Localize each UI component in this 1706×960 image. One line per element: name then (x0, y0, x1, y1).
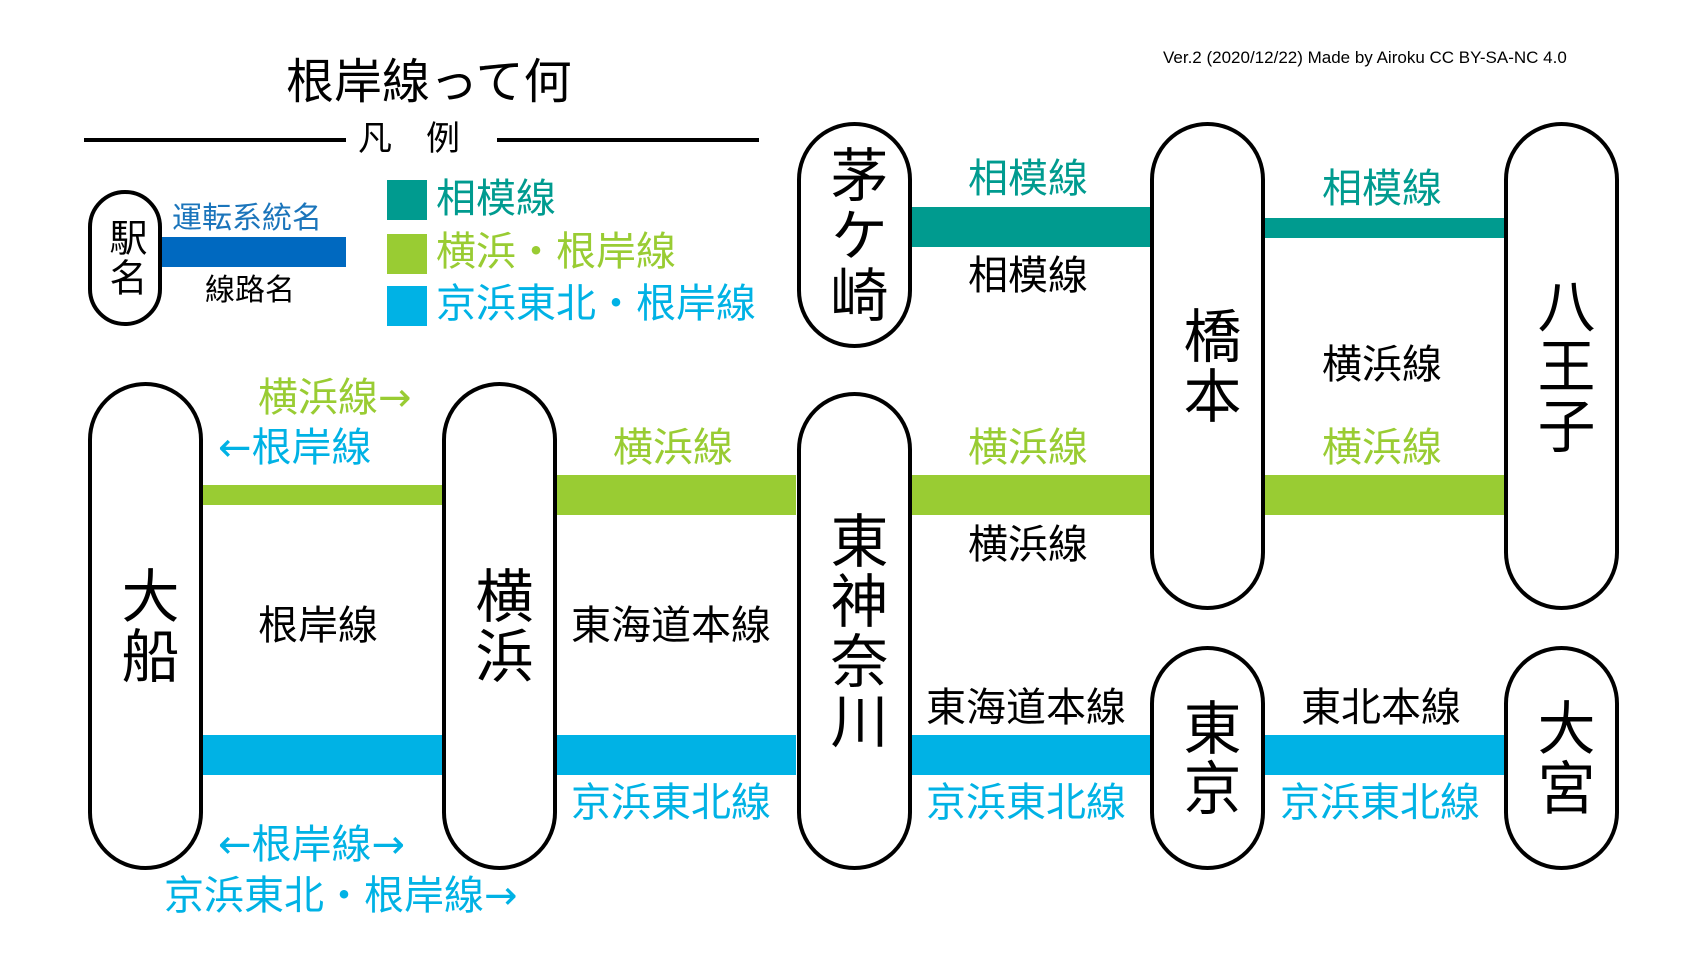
route-keihin-yokohama-higashikanagawa (556, 735, 796, 775)
station-ofuna-label: 大船 (111, 566, 180, 686)
label-ofuna-down: ←根岸線 (218, 425, 372, 471)
label-sagami-service-2: 相模線 (1322, 166, 1442, 212)
label-ofuna-bottom-2: 京浜東北・根岸線→ (164, 873, 518, 919)
label-negishi-line: 根岸線 (258, 603, 378, 649)
label-kt-service-3: 京浜東北線 (1280, 780, 1480, 826)
label-sagami-service-1: 相模線 (968, 156, 1088, 202)
station-omiya: 大宮 (1504, 646, 1619, 870)
legend-sample-station: 駅名 (88, 190, 162, 326)
label-yk-service-3: 横浜線 (1322, 425, 1442, 471)
station-chigasaki: 茅ケ崎 (797, 122, 912, 348)
route-keihin-tokyo-omiya (1262, 735, 1506, 775)
legend-sample-station-label: 駅名 (103, 218, 147, 298)
label-kt-service-2: 京浜東北線 (926, 780, 1126, 826)
legend-swatch-sagami (387, 180, 427, 220)
label-tokaido-1: 東海道本線 (571, 603, 771, 649)
station-hachioji: 八王子 (1504, 122, 1619, 610)
credit-text: Ver.2 (2020/12/22) Made by Airoku CC BY-… (1163, 48, 1567, 67)
route-yokohama-hashimoto-hachioji (1262, 475, 1506, 515)
route-yokohama-yokohama-higashikanagawa (556, 475, 796, 515)
station-yokohama: 横浜 (442, 382, 557, 870)
legend-item-sagami: 相模線 (436, 176, 556, 222)
legend-item-yokohama: 横浜・根岸線 (436, 229, 676, 275)
label-tokaido-2: 東海道本線 (926, 685, 1126, 731)
legend-service-name: 運転系統名 (172, 201, 322, 236)
label-yokohama-line-track: 横浜線 (1322, 342, 1442, 388)
legend-line-name: 線路名 (205, 273, 295, 308)
route-sagami-chigasaki-hashimoto (910, 207, 1150, 247)
label-tohoku-line: 東北本線 (1301, 685, 1461, 731)
label-yokohama-line-2: 横浜線 (968, 522, 1088, 568)
diagram-title: 根岸線って何 (286, 54, 572, 110)
station-omiya-label: 大宮 (1527, 698, 1596, 818)
station-hashimoto: 橋本 (1150, 122, 1265, 610)
station-ofuna: 大船 (88, 382, 203, 870)
label-ofuna-bottom-1: ←根岸線→ (218, 822, 406, 868)
legend-rule-right (497, 138, 759, 142)
route-sagami-hashimoto-hachioji (1262, 218, 1506, 238)
route-keihin-higashikanagawa-tokyo (910, 735, 1150, 775)
route-yokohama-higashikanagawa-hashimoto (910, 475, 1150, 515)
label-kt-service-1: 京浜東北線 (571, 780, 771, 826)
label-yk-service-2: 横浜線 (968, 425, 1088, 471)
route-keihin-ofuna-yokohama (202, 735, 442, 775)
legend-swatch-keihin (387, 286, 427, 326)
station-tokyo-label: 東京 (1173, 698, 1242, 818)
legend-heading: 凡 例 (358, 119, 460, 159)
station-chigasaki-label: 茅ケ崎 (820, 145, 889, 325)
station-higashikanagawa-label: 東神奈川 (820, 511, 889, 751)
legend-swatch-yokohama (387, 234, 427, 274)
label-yk-service-1: 横浜線 (613, 425, 733, 471)
station-tokyo: 東京 (1150, 646, 1265, 870)
station-hachioji-label: 八王子 (1527, 276, 1596, 456)
station-hashimoto-label: 橋本 (1173, 306, 1242, 426)
station-yokohama-label: 横浜 (465, 566, 534, 686)
station-higashikanagawa: 東神奈川 (797, 392, 912, 870)
route-yokohama-ofuna-yokohama (202, 485, 442, 505)
legend-route-bar (162, 237, 346, 267)
label-sagami-line: 相模線 (968, 253, 1088, 299)
legend-item-keihin: 京浜東北・根岸線 (436, 281, 756, 327)
label-ofuna-up: 横浜線→ (258, 375, 412, 421)
legend-rule-left (84, 138, 346, 142)
